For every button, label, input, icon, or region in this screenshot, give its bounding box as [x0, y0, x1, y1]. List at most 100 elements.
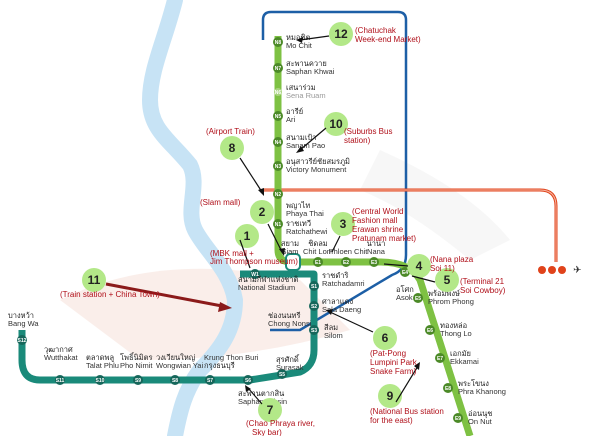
station-dot-bang-wa[interactable]: [17, 335, 27, 345]
callout-text-8: (Airport Train): [206, 127, 255, 136]
label-en-wutthakat: Wutthakat: [44, 353, 79, 362]
callout-num-11: 11: [88, 273, 101, 287]
label-th-sanam-pao: สนามเป้า: [286, 133, 316, 142]
callout-circle-7[interactable]: [258, 398, 282, 422]
station-code-wutthakat: S11: [56, 378, 65, 384]
label-th-talat-phlu: ตลาดพลู: [86, 353, 114, 362]
callout-text-6: (Pat-Pong Lumpini Park Snake Farm): [370, 349, 419, 376]
station-code-surasak: S5: [279, 372, 285, 378]
station-markers: [17, 37, 463, 423]
callout-circle-2[interactable]: [250, 200, 274, 224]
station-dot-phloen-chit[interactable]: [341, 257, 351, 267]
label-en-wongwian-yai: Wongwian Yai: [156, 361, 203, 370]
label-en-sena-ruam: Sena Ruam: [286, 91, 326, 100]
station-dot-phrom-phong[interactable]: [413, 293, 423, 303]
callout-text-4: (Nana plaza Soi 11): [430, 255, 475, 273]
station-dot-ratchadamri[interactable]: [309, 281, 319, 291]
airport-terminus: ✈: [538, 265, 581, 276]
label-th-national-stadium: สนามกีฬาแห่งชาติ: [238, 275, 298, 284]
label-en-talat-phlu: Talat Phlu: [86, 361, 119, 370]
station-dot-thong-lo[interactable]: [425, 325, 435, 335]
station-code-sala-daeng: S2: [311, 304, 317, 310]
station-dot-on-nut[interactable]: [453, 413, 463, 423]
station-dot-ekkamai[interactable]: [435, 353, 445, 363]
label-th-silom: สีลม: [324, 323, 339, 332]
callout-circle-6[interactable]: [373, 326, 397, 350]
station-dot-phaya-thai[interactable]: [273, 189, 283, 199]
label-en-chit-lom: Chit Lom: [303, 247, 333, 256]
station-dot-nana[interactable]: [369, 257, 379, 267]
label-en-siam: Siam: [281, 247, 298, 256]
callout-circle-5[interactable]: [435, 268, 459, 292]
label-en-bang-wa: Bang Wa: [8, 319, 39, 328]
airport-rail-link-inner: [262, 189, 557, 262]
station-dot-pho-nimit[interactable]: [133, 375, 143, 385]
callout-num-12: 12: [334, 27, 348, 41]
callout-arrow-5: [411, 275, 436, 283]
label-th-wongwian-yai: วงเวียนใหญ่: [156, 353, 195, 362]
callout-num-6: 6: [382, 331, 389, 345]
callout-circle-12[interactable]: [329, 22, 353, 46]
label-en-sala-daeng: Sala Daeng: [322, 305, 361, 314]
station-dot-ratchathewi[interactable]: [273, 219, 283, 229]
station-code-sena-ruam: N6: [275, 90, 282, 96]
station-dot-chong-nonsi[interactable]: [309, 325, 319, 335]
station-dot-talat-phlu[interactable]: [95, 375, 105, 385]
callout-circle-10[interactable]: [324, 112, 348, 136]
station-dot-sanam-pao[interactable]: [273, 137, 283, 147]
label-th-phaya-thai: พญาไท: [286, 201, 310, 210]
label-th-thong-lo: ทองหล่อ: [440, 321, 467, 330]
callout-circle-8[interactable]: [220, 136, 244, 160]
silom-line: [18, 270, 318, 384]
siam-interchange[interactable]: [285, 253, 301, 271]
callout-circle-3[interactable]: [331, 212, 355, 236]
callout-num-3: 3: [340, 217, 347, 231]
label-th-wutthakat: วุฒากาศ: [44, 345, 73, 354]
station-dot-saphan-khwai[interactable]: [273, 63, 283, 73]
station-code-sanam-pao: N4: [275, 140, 282, 146]
background-shading: [60, 150, 510, 360]
label-en-ratchathewi: Ratchathewi: [286, 227, 328, 236]
station-dot-krung-thon[interactable]: [205, 375, 215, 385]
airplane-icon: ✈: [573, 265, 581, 276]
station-dot-asok[interactable]: [400, 267, 410, 277]
label-en-mochit: Mo Chit: [286, 41, 313, 50]
station-code-krung-thon: S7: [207, 378, 213, 384]
station-code-phaya-thai: N2: [275, 192, 282, 198]
station-dot-phra-khanong[interactable]: [443, 383, 453, 393]
label-en-phloen-chit: Phloen Chit: [329, 247, 369, 256]
station-dot-ari[interactable]: [273, 111, 283, 121]
station-dot-chit-lom[interactable]: [313, 257, 323, 267]
callout-num-7: 7: [267, 403, 274, 417]
station-dot-surasak[interactable]: [277, 369, 287, 379]
label-en-chong-nonsi: Chong Nonsi: [268, 319, 312, 328]
label-en-surasak: Surasak: [276, 363, 304, 372]
label-th-mochit: หมอชิต: [286, 33, 310, 42]
station-code-chong-nonsi: S3: [311, 328, 317, 334]
label-th-sala-daeng: ศาลาแดง: [322, 297, 353, 306]
station-dot-saphan-taksin[interactable]: [243, 375, 253, 385]
callout-text-3: (Central World Fashion mall Erawan shrin…: [352, 207, 416, 243]
station-code-ratchadamri: S1: [311, 284, 317, 290]
station-code-on-nut: E9: [455, 416, 461, 422]
station-dot-wongwian-yai[interactable]: [170, 375, 180, 385]
callout-arrow-11-head: [218, 302, 232, 312]
label-en-ratchadamri: Ratchadamri: [322, 279, 365, 288]
callout-num-10: 10: [329, 117, 343, 131]
station-dot-wutthakat[interactable]: [55, 375, 65, 385]
station-code-talat-phlu: S10: [96, 378, 105, 384]
station-dot-national-stadium[interactable]: [250, 269, 260, 279]
label-th-victory: อนุสาวรีย์ชัยสมรภูมิ: [286, 157, 350, 166]
callout-circle-11[interactable]: [82, 268, 106, 292]
callout-circle-4[interactable]: [407, 254, 431, 278]
station-dot-sala-daeng[interactable]: [309, 301, 319, 311]
station-dot-victory[interactable]: [273, 161, 283, 171]
callout-num-5: 5: [444, 273, 451, 287]
label-en-ari: Ari: [286, 115, 296, 124]
label-en-victory: Victory Monument: [286, 165, 347, 174]
station-dot-mochit[interactable]: [273, 37, 283, 47]
station-code-nana: E3: [371, 260, 377, 266]
label-th-chit-lom: ชิดลม: [308, 239, 328, 248]
callout-text-1: (MBK mall + Jim Thompson museum): [210, 249, 298, 266]
